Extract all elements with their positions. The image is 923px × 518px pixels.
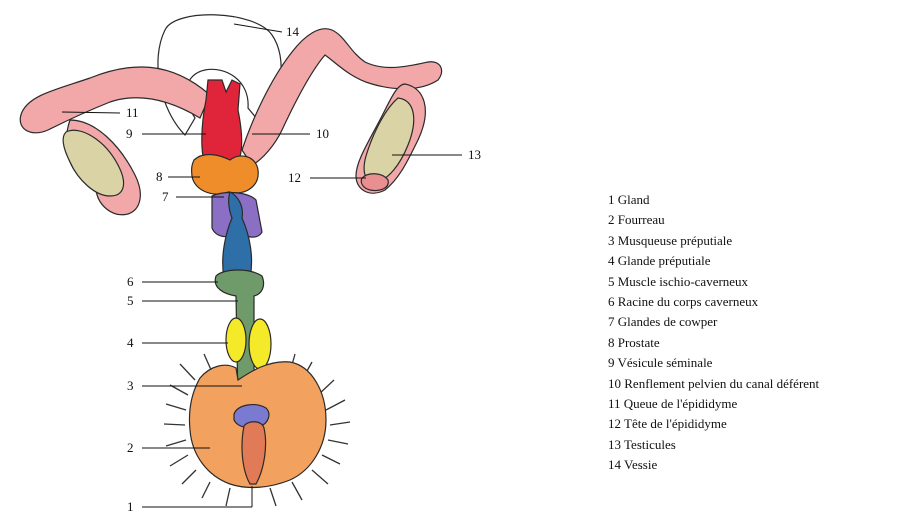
callout-14: 14: [286, 24, 300, 39]
left-preputial-gland: [226, 318, 246, 362]
legend-item: 13 Testicules: [608, 435, 819, 455]
right-preputial-gland: [249, 319, 271, 369]
legend-item: 11 Queue de l'épididyme: [608, 394, 819, 414]
prostate: [192, 155, 259, 194]
callout-13: 13: [468, 147, 481, 162]
seminal-vesicle: [202, 80, 242, 162]
right-epididymis-head: [361, 174, 388, 191]
legend-item: 2 Fourreau: [608, 210, 819, 230]
callout-1: 1: [127, 499, 134, 514]
callout-6: 6: [127, 274, 134, 289]
left-testis: [63, 130, 124, 196]
callout-10: 10: [316, 126, 329, 141]
legend-item: 12 Tête de l'épididyme: [608, 414, 819, 434]
callout-4: 4: [127, 335, 134, 350]
callout-7: 7: [162, 189, 169, 204]
callout-2: 2: [127, 440, 134, 455]
callout-5: 5: [127, 293, 134, 308]
legend-item: 14 Vessie: [608, 455, 819, 475]
legend-item: 7 Glandes de cowper: [608, 312, 819, 332]
legend: 1 Gland 2 Fourreau 3 Musqueuse préputial…: [608, 190, 819, 476]
right-testis: [364, 98, 414, 182]
callout-9: 9: [126, 126, 133, 141]
legend-item: 5 Muscle ischio-caverneux: [608, 272, 819, 292]
callout-3: 3: [127, 378, 134, 393]
legend-item: 10 Renflement pelvien du canal déférent: [608, 374, 819, 394]
callout-8: 8: [156, 169, 163, 184]
legend-item: 4 Glande préputiale: [608, 251, 819, 271]
legend-item: 8 Prostate: [608, 333, 819, 353]
legend-item: 3 Musqueuse préputiale: [608, 231, 819, 251]
legend-item: 1 Gland: [608, 190, 819, 210]
legend-item: 9 Vésicule séminale: [608, 353, 819, 373]
legend-item: 6 Racine du corps caverneux: [608, 292, 819, 312]
callout-11: 11: [126, 105, 139, 120]
callout-12: 12: [288, 170, 301, 185]
